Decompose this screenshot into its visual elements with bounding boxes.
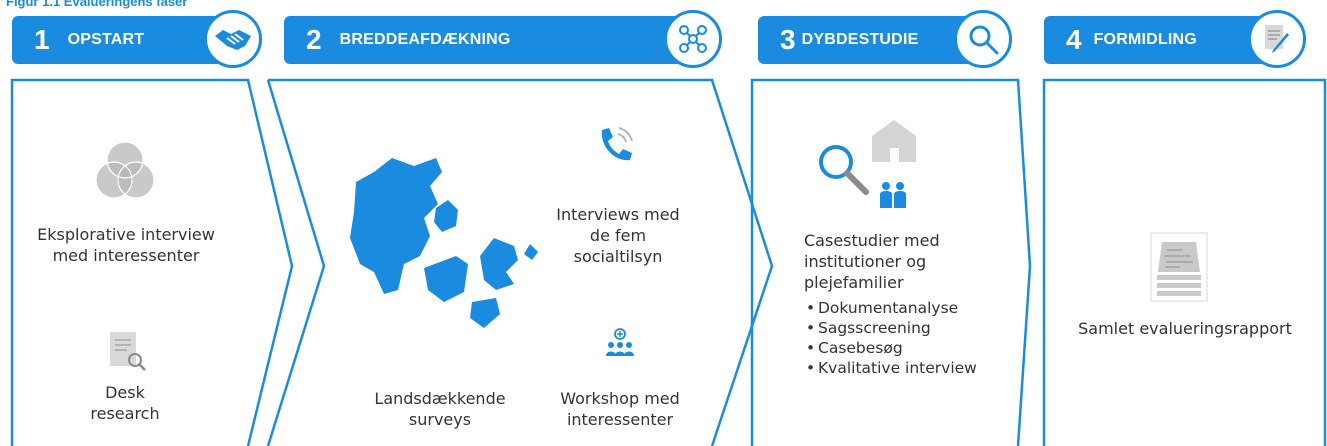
phase-2-banner: 2 BREDDEAFDÆKNING — [284, 10, 722, 68]
phase-2-frame — [266, 78, 774, 446]
phase-2-map-label: Landsdækkende surveys — [374, 389, 506, 429]
bullet-item: Kvalitative interview — [804, 358, 1016, 378]
phase-2-number: 2 — [306, 24, 322, 55]
phase-4-banner: 4 FORMIDLING — [1044, 10, 1306, 68]
phase-3-label: DYBDESTUDIE — [801, 31, 919, 48]
phase-1-item-2: Desk research — [90, 383, 160, 423]
phase-4-label: FORMIDLING — [1093, 31, 1197, 48]
bullet-item: Dokumentanalyse — [804, 298, 1016, 318]
desk-research-icon — [108, 330, 148, 376]
phase-4-frame — [1042, 78, 1327, 446]
phase-1-item-1: Eksplorative interview med interessenter — [37, 225, 215, 265]
workshop-group-icon — [602, 328, 638, 364]
phase-4-label-text: Samlet evalueringsrapport — [1078, 319, 1292, 338]
denmark-map-icon — [344, 152, 540, 336]
phase-1-label: OPSTART — [67, 31, 145, 48]
report-icon — [1150, 232, 1208, 306]
phase-3-frame — [750, 78, 1032, 446]
phase-1-number: 1 — [34, 24, 50, 55]
venn-diagram-icon — [92, 138, 158, 208]
network-nodes-icon — [664, 10, 722, 68]
phase-3-banner: 3 DYBDESTUDIE — [758, 10, 1012, 68]
phase-3-title: Casestudier med institutioner og plejefa… — [804, 231, 940, 292]
figure-caption: Figur 1.1 Evalueringens faser — [6, 0, 188, 9]
bullet-item: Sagsscreening — [804, 318, 1016, 338]
phone-icon — [594, 124, 636, 170]
bullet-item: Casebesøg — [804, 338, 1016, 358]
handshake-icon — [204, 10, 262, 68]
document-pen-icon — [1248, 10, 1306, 68]
phase-1-frame — [10, 78, 294, 446]
phase-2-phone-label: Interviews med de fem socialtilsyn — [556, 205, 680, 266]
magnifier-icon — [954, 10, 1012, 68]
phase-2-workshop-label: Workshop med interessenter — [560, 389, 680, 429]
phase-3-bullet-list: Dokumentanalyse Sagsscreening Casebesøg … — [804, 298, 1016, 378]
phase-1-banner: 1 OPSTART — [12, 10, 262, 68]
phase-3-number: 3 — [780, 24, 796, 55]
phase-4-number: 4 — [1066, 24, 1082, 55]
phase-2-label: BREDDEAFDÆKNING — [339, 31, 511, 48]
case-study-icon — [808, 120, 928, 220]
